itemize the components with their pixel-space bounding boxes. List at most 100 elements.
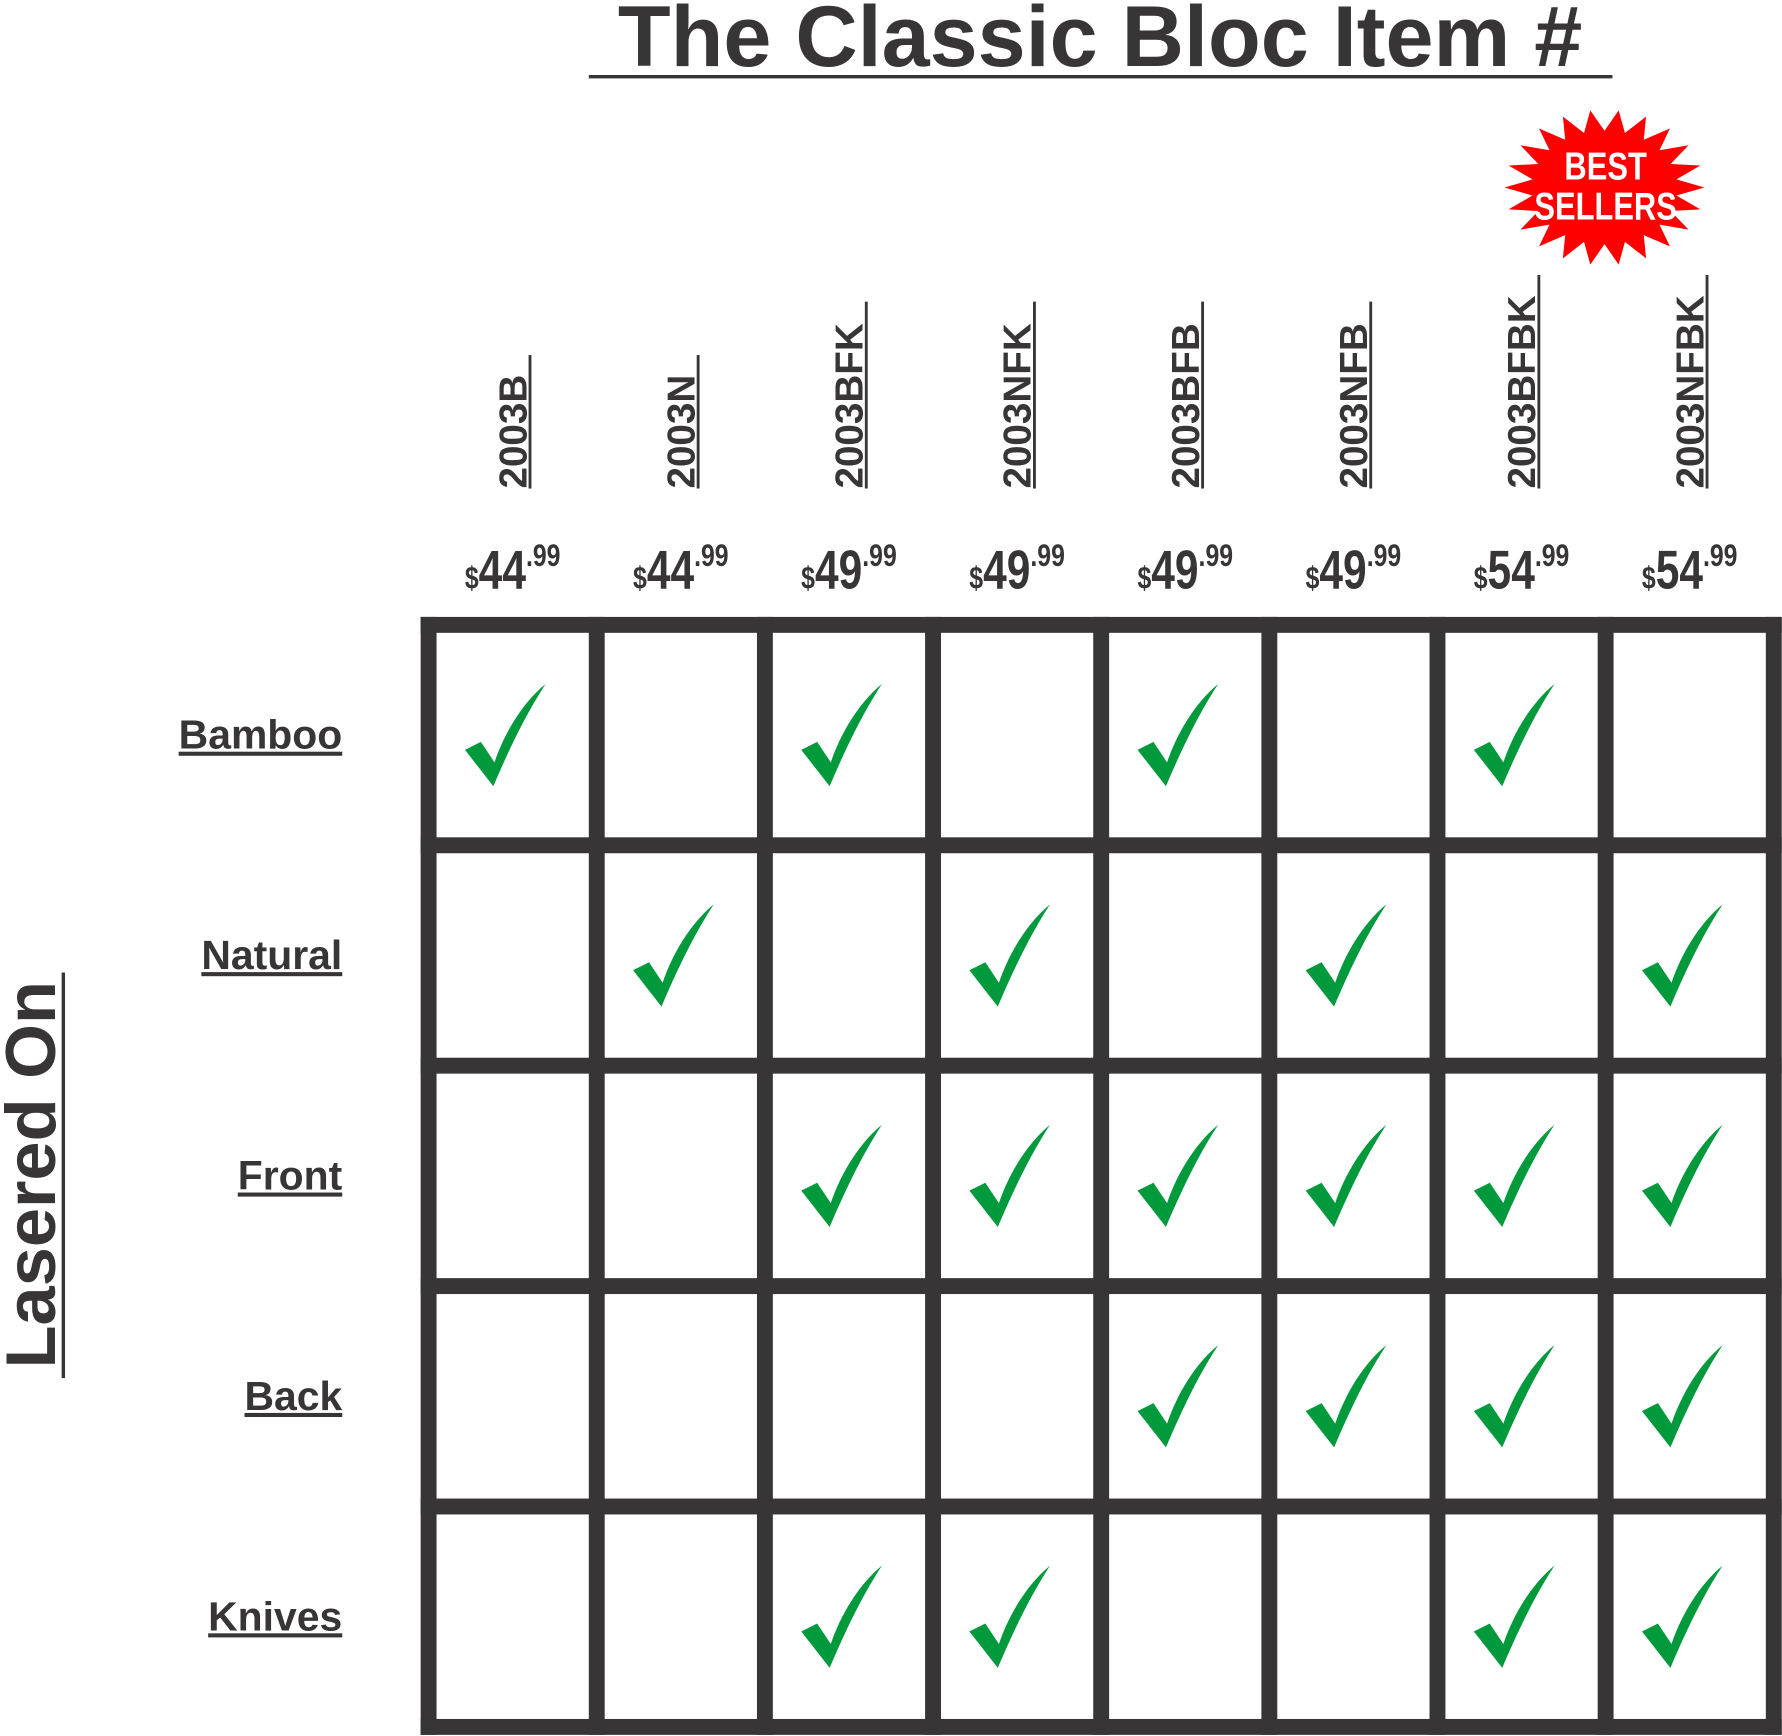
grid-cell (1137, 683, 1219, 787)
row-label: Back (244, 1373, 342, 1419)
grid-line-vertical (925, 616, 941, 1735)
price-currency: $ (633, 561, 647, 597)
grid-cell (1473, 1124, 1555, 1228)
grid-line-horizontal (420, 616, 1782, 633)
grid-cell (1305, 1124, 1387, 1228)
grid-cell (1473, 1565, 1555, 1668)
column-header: 2003BFB$49.99 (1137, 301, 1233, 601)
checkmark-icon (464, 683, 546, 787)
sku-label: 2003NFBK (1669, 295, 1712, 488)
price-dollars: 54 (1488, 541, 1535, 601)
price: $54.99 (1474, 538, 1570, 601)
grid-cell (1473, 683, 1555, 787)
column-header: 2003N $44.99 (633, 355, 729, 601)
price: $49.99 (1306, 538, 1402, 601)
price-cents: .99 (1030, 538, 1064, 574)
price: $49.99 (801, 538, 897, 601)
row-label: Front (238, 1153, 343, 1199)
column-header: 2003BFK $49.99 (801, 301, 897, 601)
grid-line-horizontal (420, 1718, 1782, 1735)
sku-underline (1033, 301, 1036, 489)
price-dollars: 49 (815, 541, 862, 601)
checkmark-icon (1305, 904, 1387, 1007)
price: $49.99 (969, 538, 1065, 601)
grid-line-horizontal (420, 1498, 1782, 1515)
grid-cell (969, 904, 1051, 1007)
grid-cell (1137, 1124, 1219, 1228)
grid-cell (1305, 904, 1387, 1007)
grid-cell (1305, 1345, 1387, 1448)
grid-cell (969, 1565, 1051, 1668)
price-currency: $ (1306, 561, 1320, 597)
starburst-icon (1504, 110, 1705, 265)
grid-cell (801, 1124, 882, 1228)
price-cents: .99 (1535, 538, 1569, 574)
row-label: Natural (201, 932, 342, 978)
sku-underline (696, 355, 700, 489)
price: $54.99 (1642, 538, 1738, 601)
grid-cell (1641, 1124, 1723, 1228)
sku-underline (1705, 274, 1709, 489)
column-header: 2003NFB $49.99 (1306, 301, 1402, 601)
price-dollars: 54 (1656, 541, 1703, 601)
price: $49.99 (1137, 538, 1233, 601)
price-currency: $ (1137, 561, 1151, 597)
grid-cell (1473, 1345, 1555, 1448)
grid-line-vertical (420, 616, 437, 1735)
grid-cell (801, 683, 882, 787)
column-header: 2003NFBK $54.99 (1642, 274, 1738, 601)
grid-line-vertical (1429, 616, 1446, 1735)
grid-line-vertical (1765, 616, 1782, 1735)
price-dollars: 49 (983, 541, 1030, 601)
checkmark-icon (1137, 683, 1219, 787)
sku-underline (864, 301, 868, 489)
checkmark-icon (1473, 1565, 1555, 1668)
checkmark-icon (1641, 1124, 1723, 1228)
price: $44.99 (465, 538, 561, 601)
sku-label: 2003N (660, 375, 703, 489)
grid-cell (633, 904, 714, 1007)
price-cents: .99 (1367, 538, 1401, 574)
sku-underline (528, 355, 532, 489)
badge-line1: BEST (1564, 145, 1646, 188)
price-dollars: 44 (479, 541, 526, 601)
price: $44.99 (633, 538, 729, 601)
sku-underline (1369, 301, 1373, 489)
checkmark-icon (1473, 1345, 1555, 1448)
sku-label: 2003NFB (1333, 323, 1376, 488)
grid-line-horizontal (420, 1278, 1782, 1295)
badge-line2: SELLERS (1534, 185, 1676, 228)
checkmark-icon (1305, 1345, 1387, 1448)
checkmark-icon (1473, 1124, 1555, 1228)
column-header: 2003B$44.99 (465, 355, 561, 601)
checkmark-icon (1473, 683, 1555, 787)
sku-label: 2003BFK (829, 323, 872, 488)
price-cents: .99 (1199, 538, 1233, 574)
sku-label: 2003BFBK (1501, 295, 1544, 488)
title-underline (588, 74, 1613, 79)
checkmark-icon (969, 1565, 1051, 1668)
price-cents: .99 (526, 538, 560, 574)
price-dollars: 44 (647, 541, 694, 601)
sku-underline (1201, 301, 1205, 489)
grid-line-vertical (756, 616, 773, 1735)
price-dollars: 49 (1319, 541, 1366, 601)
checkmark-icon (1305, 1124, 1387, 1228)
price-currency: $ (1474, 561, 1488, 597)
grid-line-vertical (588, 616, 605, 1735)
price-currency: $ (1642, 561, 1656, 597)
chart-title: The Classic Bloc Item # (618, 0, 1582, 85)
column-header: 2003NFK $49.99 (969, 301, 1065, 601)
grid-cell (1641, 1565, 1723, 1668)
price-cents: .99 (1703, 538, 1737, 574)
row-label: Bamboo (179, 712, 343, 758)
grid-line-vertical (1261, 616, 1278, 1735)
sku-label: 2003NFK (997, 323, 1040, 488)
axis-label-lasered-on: Lasered On (0, 981, 70, 1368)
price-currency: $ (969, 561, 983, 597)
grid-line-vertical (1597, 616, 1614, 1735)
grid-cell (464, 683, 546, 787)
grid-line-horizontal (420, 837, 1782, 854)
grid-line-horizontal (420, 1057, 1782, 1074)
